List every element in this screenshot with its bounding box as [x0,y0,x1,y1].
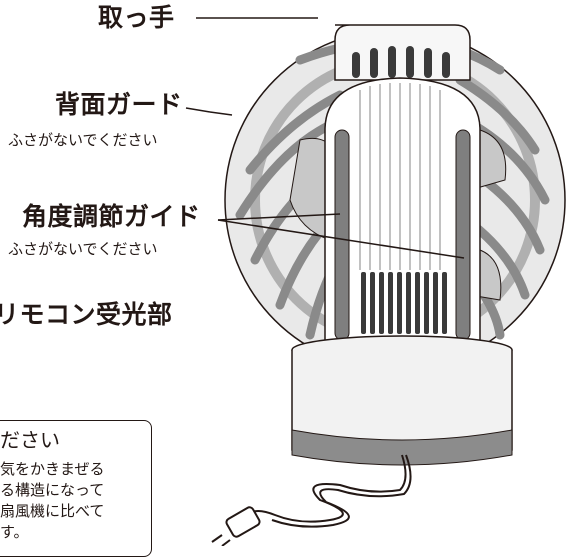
note-box [0,420,152,557]
handle [334,24,471,81]
remote-sensor-label: リモコン受光部 [0,300,173,329]
angle-guide [324,77,481,351]
note-line: る構造になって [0,481,105,499]
note-title: ださい [0,428,60,452]
power-cord [211,454,412,546]
base [291,335,513,466]
handle-label: 取っ手 [98,3,175,32]
angle-guide-label: 角度調節ガイド [22,202,201,231]
rear-guard-note: ふさがないでください [8,131,158,149]
rear-guard-label: 背面ガード [55,90,183,119]
note-line: 気をかきまぜる [0,460,105,478]
angle-guide-note: ふさがないでください [8,240,158,258]
note-line: す。 [0,523,29,541]
note-line: 扇風機に比べて [0,502,105,520]
